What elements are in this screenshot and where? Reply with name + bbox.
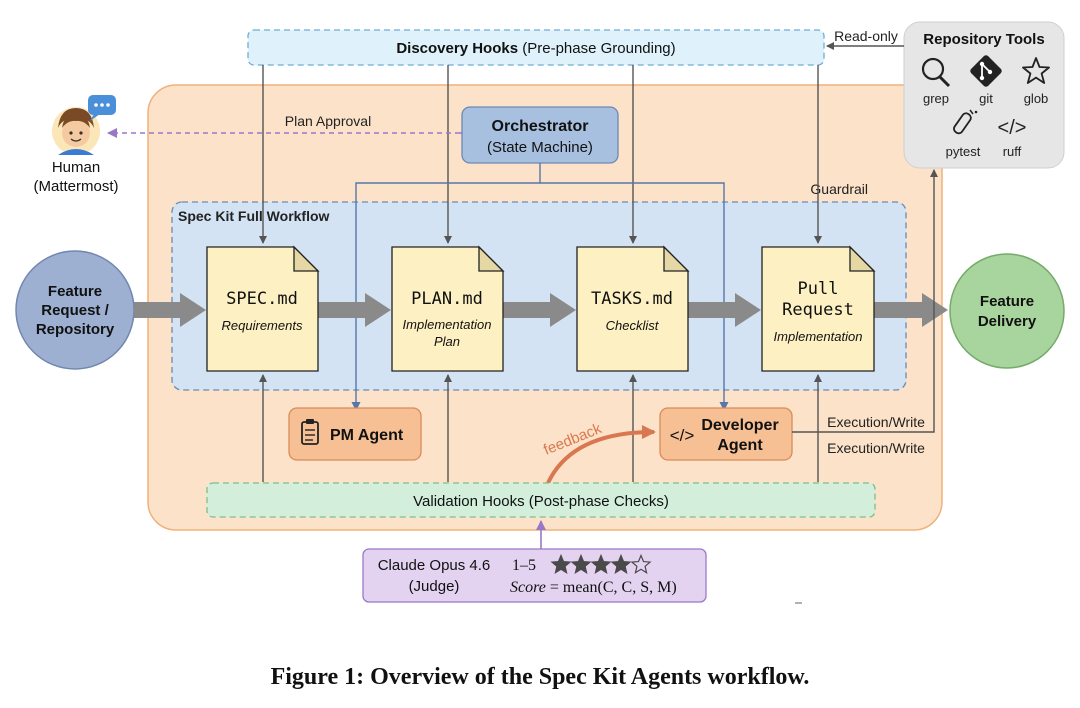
doc-plan-title: PLAN.md xyxy=(411,289,483,309)
flow-arrow-output xyxy=(874,293,948,327)
code-icon: </> xyxy=(998,117,1027,139)
feature-delivery-line1: Feature xyxy=(980,293,1034,310)
validation-hooks-label: Validation Hooks (Post-phase Checks) xyxy=(413,493,669,510)
exec-write-label-1: Execution/Write xyxy=(827,414,925,430)
plan-approval-label: Plan Approval xyxy=(285,113,371,129)
validation-hooks-box xyxy=(206,482,876,518)
star-filled-icon xyxy=(610,553,632,574)
feature-delivery-line2: Delivery xyxy=(978,313,1037,330)
clipboard-icon xyxy=(301,419,319,445)
feature-request-line1: Feature xyxy=(48,283,102,300)
judge-model: Claude Opus 4.6 xyxy=(378,557,491,574)
human-avatar xyxy=(52,107,100,155)
search-icon xyxy=(921,57,951,88)
test-tube-icon xyxy=(953,109,978,135)
git-icon xyxy=(970,55,1002,87)
guardrail-label: Guardrail xyxy=(810,181,868,197)
spec-kit-label: Spec Kit Full Workflow xyxy=(178,208,330,224)
star-filled-icon xyxy=(570,553,592,574)
doc-tasks-title: TASKS.md xyxy=(591,289,673,309)
flow-arrow-input xyxy=(134,293,206,327)
tool-label-git: git xyxy=(979,91,993,106)
feature-request-line2: Request / xyxy=(41,302,109,319)
star-filled-icon xyxy=(550,553,572,574)
rating-stars xyxy=(550,553,652,574)
figure-caption: Figure 1: Overview of the Spec Kit Agent… xyxy=(270,664,810,690)
feature-request-line3: Repository xyxy=(36,321,115,338)
exec-write-arrow xyxy=(792,169,938,433)
developer-agent-line2: Agent xyxy=(717,437,763,454)
judge-role: (Judge) xyxy=(409,578,460,595)
pm-agent-box xyxy=(288,407,422,461)
doc-spec: SPEC.md Requirements xyxy=(206,245,320,372)
human-label: Human xyxy=(52,159,100,176)
repository-tools-panel xyxy=(903,21,1065,169)
doc-pr-sub: Implementation xyxy=(774,329,863,344)
chat-bubble-icon xyxy=(88,95,116,121)
doc-plan-sub2: Plan xyxy=(434,334,460,349)
doc-pull-request: Pull Request Implementation xyxy=(761,245,876,372)
developer-agent-line1: Developer xyxy=(701,417,778,434)
doc-tasks: TASKS.md Checklist xyxy=(576,245,690,372)
read-only-label: Read-only xyxy=(834,28,898,44)
feature-delivery-node xyxy=(949,253,1065,369)
judge-score: Score = mean(C, C, S, M) xyxy=(510,579,677,596)
exec-write-label-2: Execution/Write xyxy=(827,440,925,456)
flow-arrow-spec-plan xyxy=(318,293,391,327)
tool-label-pytest: pytest xyxy=(946,144,981,159)
star-empty-icon xyxy=(630,553,652,574)
star-icon xyxy=(1022,57,1050,84)
judge-range: 1–5 xyxy=(512,557,536,574)
flow-arrows xyxy=(134,293,948,327)
orchestrator-subtitle: (State Machine) xyxy=(487,139,593,156)
repository-tools-title: Repository Tools xyxy=(923,31,1044,48)
doc-pr-title1: Pull xyxy=(798,279,839,299)
tool-label-glob: glob xyxy=(1024,91,1049,106)
doc-spec-title: SPEC.md xyxy=(226,289,298,309)
pm-agent-label: PM Agent xyxy=(330,427,404,444)
doc-tasks-sub: Checklist xyxy=(606,318,660,333)
tool-label-ruff: ruff xyxy=(1003,144,1022,159)
orchestrator-to-pm-line xyxy=(351,163,541,411)
developer-code-icon: </> xyxy=(670,426,695,445)
flow-arrow-tasks-pr xyxy=(688,293,761,327)
discovery-hooks-label: Discovery Hooks (Pre-phase Grounding) xyxy=(396,40,675,57)
orchestrator-to-dev-line xyxy=(540,182,729,411)
tool-label-grep: grep xyxy=(923,91,949,106)
flow-arrow-plan-tasks xyxy=(503,293,576,327)
human-sublabel: (Mattermost) xyxy=(33,178,118,195)
star-filled-icon xyxy=(590,553,612,574)
developer-agent-box xyxy=(659,407,793,461)
feedback-arrow xyxy=(546,425,656,484)
orchestrator-title: Orchestrator xyxy=(492,118,589,135)
discovery-hooks-box xyxy=(247,29,825,66)
doc-spec-sub: Requirements xyxy=(222,318,303,333)
workflow-diagram: Guardrail Spec Kit Full Workflow Discove… xyxy=(15,21,1065,604)
doc-plan: PLAN.md Implementation Plan xyxy=(391,245,505,372)
doc-plan-sub1: Implementation xyxy=(403,317,492,332)
doc-pr-title2: Request xyxy=(782,300,854,320)
